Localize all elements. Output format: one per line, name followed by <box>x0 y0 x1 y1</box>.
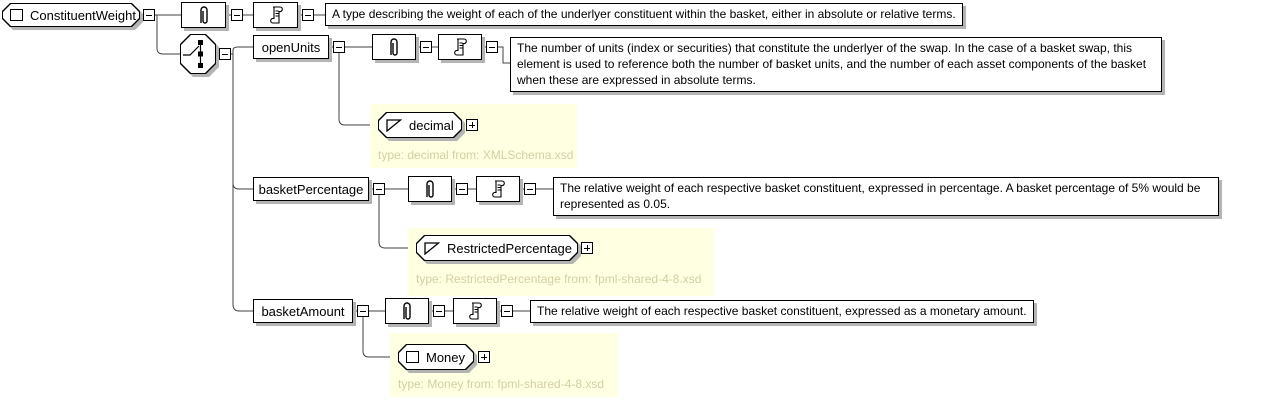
annotation-box-icon[interactable] <box>253 2 298 28</box>
element-label: basketPercentage <box>258 181 364 197</box>
collapse-toggle[interactable] <box>420 41 432 53</box>
collapse-toggle[interactable] <box>486 41 498 53</box>
type-label: RestrictedPercentage <box>447 240 573 256</box>
collapse-toggle[interactable] <box>456 183 468 195</box>
expand-toggle[interactable] <box>478 351 490 363</box>
scroll-icon <box>492 180 505 198</box>
type-source-label: type: decimal from: XMLSchema.xsd <box>378 148 574 162</box>
annotation-box-icon[interactable] <box>453 298 497 324</box>
collapse-toggle[interactable] <box>433 305 445 317</box>
paperclip-icon <box>199 6 208 24</box>
collapse-toggle[interactable] <box>302 9 314 21</box>
element-node-basketpercentage[interactable]: basketPercentage <box>253 177 369 201</box>
simpletype-icon <box>424 241 440 255</box>
expand-toggle[interactable] <box>466 119 478 131</box>
complextype-icon <box>406 351 419 363</box>
scroll-icon <box>469 302 482 320</box>
annotation-text: The relative weight of each respective b… <box>530 300 1034 323</box>
attributes-box[interactable] <box>372 34 416 60</box>
element-label: openUnits <box>261 39 321 55</box>
type-label: Money <box>426 349 466 365</box>
type-node-restrictedpercentage[interactable]: RestrictedPercentage <box>416 235 578 261</box>
collapse-toggle[interactable] <box>231 9 243 21</box>
element-node-basketamount[interactable]: basketAmount <box>253 299 353 323</box>
paperclip-icon <box>426 180 434 198</box>
annotation-text: A type describing the weight of each of … <box>325 3 963 26</box>
collapse-toggle[interactable] <box>357 305 369 317</box>
type-label: decimal <box>409 117 454 133</box>
scroll-icon <box>454 38 467 56</box>
collapse-toggle[interactable] <box>333 41 345 53</box>
type-node-money[interactable]: Money <box>398 344 474 370</box>
choice-compositor[interactable] <box>180 34 216 74</box>
root-type-label: ConstituentWeight <box>30 7 136 23</box>
paperclip-icon <box>403 302 411 320</box>
collapse-toggle[interactable] <box>219 48 231 60</box>
complextype-icon <box>10 9 23 21</box>
root-type-node[interactable]: ConstituentWeight <box>2 3 140 27</box>
expand-toggle[interactable] <box>581 242 593 254</box>
collapse-toggle[interactable] <box>501 305 513 317</box>
annotation-text: The number of units (index or securities… <box>510 37 1162 92</box>
attributes-box[interactable] <box>385 298 429 324</box>
simpletype-icon <box>386 118 402 132</box>
collapse-toggle[interactable] <box>524 183 536 195</box>
element-label: basketAmount <box>261 303 345 319</box>
annotation-box-icon[interactable] <box>476 176 520 202</box>
collapse-toggle[interactable] <box>143 9 155 21</box>
annotation-text: The relative weight of each respective b… <box>553 177 1219 216</box>
scroll-icon <box>269 6 283 24</box>
element-node-openunits[interactable]: openUnits <box>253 35 329 59</box>
type-source-label: type: RestrictedPercentage from: fpml-sh… <box>416 272 702 286</box>
type-node-decimal[interactable]: decimal <box>378 112 462 138</box>
collapse-toggle[interactable] <box>373 183 385 195</box>
paperclip-icon <box>390 38 398 56</box>
annotation-box-icon[interactable] <box>438 34 482 60</box>
attributes-box[interactable] <box>408 176 452 202</box>
type-source-label: type: Money from: fpml-shared-4-8.xsd <box>398 377 605 391</box>
choice-icon <box>183 40 203 68</box>
attributes-box[interactable] <box>181 2 226 28</box>
